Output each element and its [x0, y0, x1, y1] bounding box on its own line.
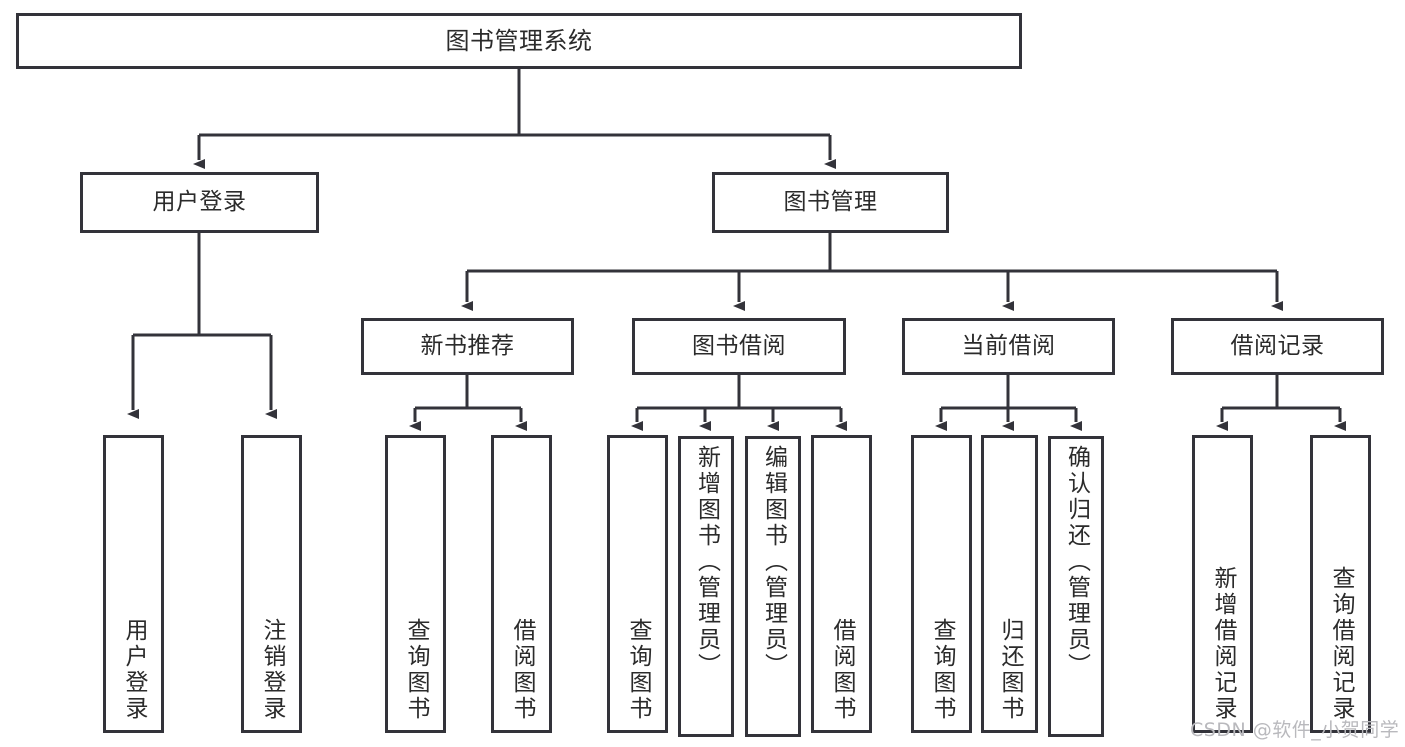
node-leaf-confirm-return-label: 确认归还（管理员） [1063, 445, 1090, 679]
node-leaf-query-record-label: 查询借阅记录 [1328, 566, 1354, 722]
node-leaf-logout-label: 注销登录 [259, 618, 285, 722]
node-leaf-add-record[interactable]: 新增借阅记录 [1192, 435, 1253, 733]
node-leaf-return-book[interactable]: 归还图书 [981, 435, 1038, 733]
node-user-login[interactable]: 用户登录 [80, 172, 319, 233]
node-root[interactable]: 图书管理系统 [16, 13, 1022, 69]
node-leaf-add-book[interactable]: 新增图书（管理员） [678, 436, 734, 737]
node-user-login-label: 用户登录 [152, 188, 247, 215]
node-book-borrow-label: 图书借阅 [692, 332, 786, 359]
node-leaf-query-book-2[interactable]: 查询图书 [607, 435, 668, 733]
node-leaf-query-book-2-label: 查询图书 [625, 618, 651, 722]
node-leaf-query-book-1-label: 查询图书 [403, 618, 429, 722]
node-leaf-add-record-label: 新增借阅记录 [1210, 566, 1236, 722]
node-leaf-user-login-label: 用户登录 [121, 618, 147, 722]
node-leaf-add-book-label: 新增图书（管理员） [693, 445, 720, 679]
node-leaf-edit-book[interactable]: 编辑图书（管理员） [745, 436, 801, 737]
node-book-manage-label: 图书管理 [783, 188, 878, 215]
node-book-manage[interactable]: 图书管理 [712, 172, 949, 233]
node-leaf-query-record[interactable]: 查询借阅记录 [1310, 435, 1371, 733]
node-leaf-borrow-book-2-label: 借阅图书 [829, 618, 855, 722]
node-current-borrow[interactable]: 当前借阅 [902, 318, 1115, 375]
node-borrow-record-label: 借阅记录 [1230, 332, 1325, 359]
node-new-book-rec[interactable]: 新书推荐 [361, 318, 574, 375]
node-leaf-confirm-return[interactable]: 确认归还（管理员） [1048, 436, 1104, 737]
node-borrow-record[interactable]: 借阅记录 [1171, 318, 1384, 375]
node-leaf-borrow-book-1[interactable]: 借阅图书 [491, 435, 552, 733]
node-leaf-query-book-3-label: 查询图书 [929, 618, 955, 722]
node-book-borrow[interactable]: 图书借阅 [632, 318, 846, 375]
node-leaf-user-login[interactable]: 用户登录 [103, 435, 164, 733]
node-new-book-rec-label: 新书推荐 [420, 332, 515, 359]
node-leaf-borrow-book-1-label: 借阅图书 [509, 618, 535, 722]
node-current-borrow-label: 当前借阅 [961, 332, 1056, 359]
node-leaf-return-book-label: 归还图书 [997, 618, 1023, 722]
node-leaf-query-book-1[interactable]: 查询图书 [385, 435, 446, 733]
node-leaf-borrow-book-2[interactable]: 借阅图书 [811, 435, 872, 733]
node-leaf-edit-book-label: 编辑图书（管理员） [760, 445, 787, 679]
node-leaf-query-book-3[interactable]: 查询图书 [911, 435, 972, 733]
node-root-label: 图书管理系统 [445, 26, 593, 55]
node-leaf-logout[interactable]: 注销登录 [241, 435, 302, 733]
watermark: CSDN @软件_小贺同学 [1190, 719, 1400, 741]
